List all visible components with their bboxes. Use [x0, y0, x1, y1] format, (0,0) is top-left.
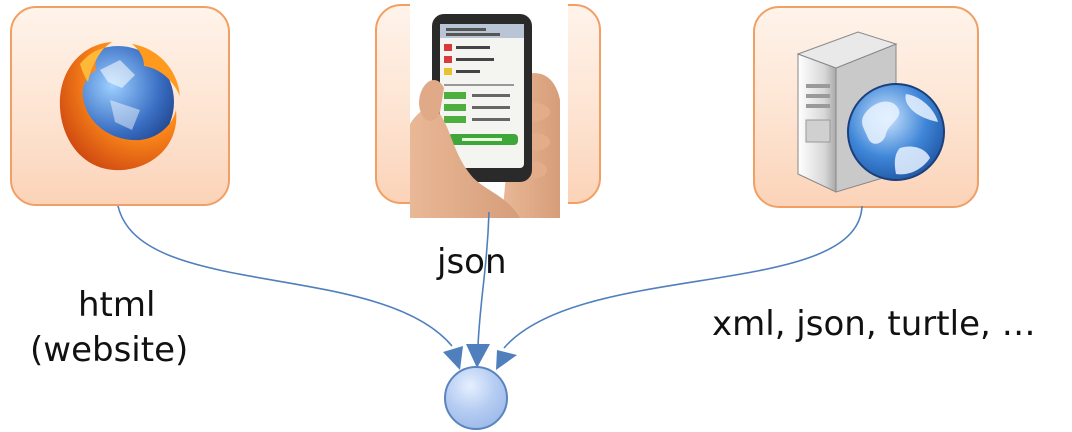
server-to-endpoint-arrow: [503, 205, 863, 349]
html-label: html: [78, 285, 156, 325]
browser-to-endpoint-arrow: [117, 205, 453, 347]
server-arrowhead: [496, 350, 517, 370]
mobile-arrowhead: [466, 344, 490, 368]
json-label: json: [437, 242, 507, 282]
smartphone-photo: [410, 4, 568, 218]
firefox-browser-icon: [59, 42, 180, 171]
web-server-icon: [796, 31, 945, 193]
mobile-to-endpoint-arrow: [477, 211, 490, 347]
smartphone-in-hand-icon: [410, 14, 560, 218]
website-label: (website): [30, 330, 189, 370]
formats-label: xml, json, turtle, …: [712, 304, 1036, 344]
endpoint-node: [444, 366, 508, 430]
browser-arrowhead: [443, 346, 463, 370]
